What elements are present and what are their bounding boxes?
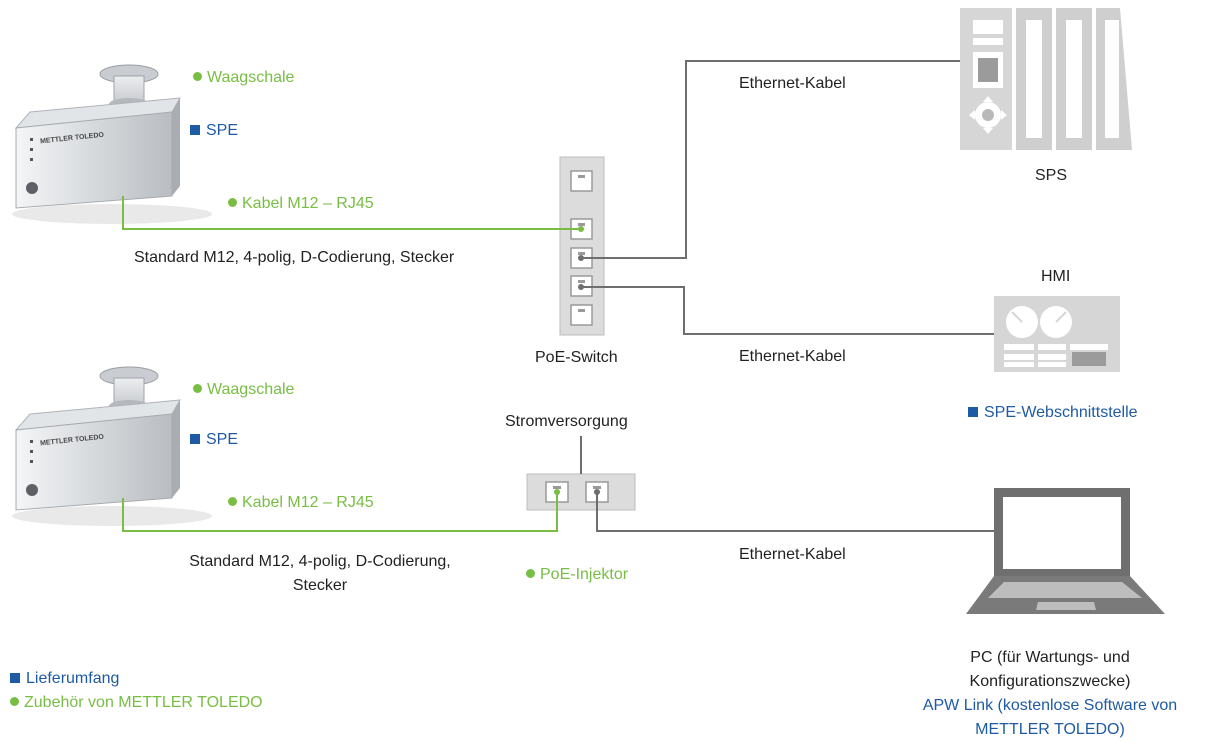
accessory-dot-icon [526, 569, 535, 578]
label-poe-injektor: PoE-Injektor [526, 566, 628, 584]
apw-line-1: APW Link (kostenlose Software von [922, 697, 1178, 714]
label-spe-top: SPE [190, 122, 238, 140]
accessory-dot-icon [193, 384, 202, 393]
apw-line-2: METTLER TOLEDO) [975, 721, 1125, 738]
cable-m12-rj45-bottom [122, 492, 558, 532]
injektor-text: PoE-Injektor [540, 566, 629, 583]
label-standard-top: Standard M12, 4-polig, D-Codierung, Stec… [134, 249, 455, 266]
waagschale-text: Waagschale [207, 381, 295, 398]
ethernet-cable-pc [596, 492, 994, 532]
standard-line-1: Standard M12, 4-polig, D-Codierung, [189, 553, 451, 570]
label-stromversorgung: Stromversorgung [505, 413, 628, 430]
pc-line-1: PC (für Wartungs- und [970, 649, 1130, 666]
accessory-dot-icon [228, 198, 237, 207]
spe-device-top [12, 64, 212, 224]
label-ethernet-pc: Ethernet-Kabel [739, 546, 846, 563]
legend-scope: Lieferumfang [10, 670, 119, 688]
label-waagschale-top: Waagschale [193, 69, 294, 87]
accessory-dot-icon [10, 697, 19, 706]
label-kabel-top: Kabel M12 – RJ45 [228, 195, 374, 213]
webschnittstelle-text: SPE-Webschnittstelle [984, 404, 1138, 421]
kabel-text: Kabel M12 – RJ45 [242, 494, 374, 511]
pc-line-2: Konfigurationszwecke) [969, 673, 1131, 690]
spe-text: SPE [206, 122, 239, 139]
label-kabel-bottom: Kabel M12 – RJ45 [228, 494, 374, 512]
scope-square-icon [190, 125, 200, 135]
label-waagschale-bottom: Waagschale [193, 381, 294, 399]
waagschale-text: Waagschale [207, 69, 295, 86]
accessory-dot-icon [228, 497, 237, 506]
scope-square-icon [968, 407, 978, 417]
label-hmi: HMI [1041, 268, 1071, 285]
label-ethernet-hmi: Ethernet-Kabel [739, 348, 846, 365]
label-poe-switch: PoE-Switch [535, 349, 618, 366]
ethernet-cable-sps [581, 60, 960, 259]
label-spe-webschnittstelle: SPE-Webschnittstelle [968, 404, 1138, 422]
poe-injector-icon [526, 473, 636, 511]
label-spe-bottom: SPE [190, 431, 238, 449]
label-standard-bottom: Standard M12, 4-polig, D-Codierung, Stec… [150, 550, 490, 598]
poe-switch-icon [559, 156, 605, 336]
scope-square-icon [10, 673, 20, 683]
spe-text: SPE [206, 431, 239, 448]
label-sps: SPS [1035, 167, 1068, 184]
spe-device-bottom [12, 366, 212, 526]
legend-accessory: Zubehör von METTLER TOLEDO [10, 694, 263, 712]
scope-square-icon [190, 434, 200, 444]
sps-plc-icon [960, 8, 1132, 150]
cable-m12-rj45-top [122, 196, 581, 230]
legend-accessory-text: Zubehör von METTLER TOLEDO [24, 694, 263, 711]
legend-scope-text: Lieferumfang [26, 670, 120, 687]
kabel-text: Kabel M12 – RJ45 [242, 195, 374, 212]
hmi-panel-icon [994, 296, 1120, 372]
standard-line-2: Stecker [292, 577, 348, 594]
ethernet-cable-hmi [581, 286, 994, 335]
label-ethernet-sps: Ethernet-Kabel [739, 75, 846, 92]
accessory-dot-icon [193, 72, 202, 81]
laptop-icon [966, 488, 1165, 614]
label-pc: PC (für Wartungs- und Konfigurationszwec… [890, 646, 1210, 742]
